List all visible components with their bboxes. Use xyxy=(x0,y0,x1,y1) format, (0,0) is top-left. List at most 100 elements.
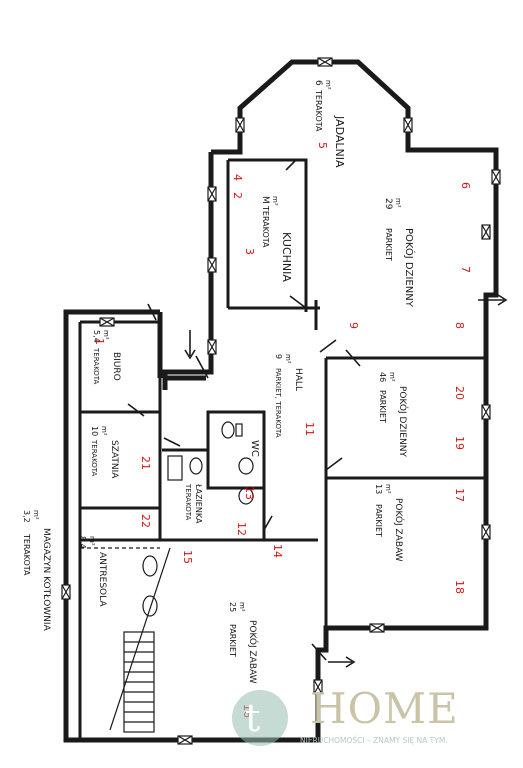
jadalnia-floor: TERAKOTA xyxy=(314,89,323,132)
magazyn-floor: TERAKOTA xyxy=(22,533,31,576)
marker-1: 1 xyxy=(93,338,106,345)
antresola-area: 8,4 xyxy=(78,536,87,549)
windows xyxy=(61,57,501,745)
window xyxy=(481,224,491,240)
sink-icon xyxy=(238,457,254,475)
marker-17: 17 xyxy=(453,488,466,502)
logo-text: HOME xyxy=(310,684,459,733)
entry-arrows xyxy=(184,294,508,668)
pokoj-zabaw-2-floor: PARKIET xyxy=(228,624,237,657)
marker-5: 5 xyxy=(316,142,329,149)
pokoj-dzienny-floor: PARKIET xyxy=(384,228,393,261)
jadalnia-area: 6 xyxy=(313,80,323,86)
magazyn-unit: m² xyxy=(32,510,40,520)
jadalnia-unit: m² xyxy=(324,80,332,90)
kuchnia-name: KUCHNIA xyxy=(280,232,293,282)
szatnia-unit: m² xyxy=(100,426,108,436)
hall-unit: m² xyxy=(284,354,292,364)
hall-name: HALL xyxy=(293,368,303,391)
window xyxy=(207,257,217,273)
pokoj-dzienny-2-floor: PARKIET xyxy=(378,390,387,423)
window xyxy=(481,524,491,540)
antresola-unit: m² xyxy=(88,536,96,546)
pokoj-zabaw-name: POKÓJ ZABAW xyxy=(393,498,405,562)
window xyxy=(61,584,71,600)
window xyxy=(207,186,217,202)
marker-8: 8 xyxy=(453,322,466,329)
hall-area: 9 xyxy=(274,354,283,359)
marker-20: 20 xyxy=(453,386,466,400)
lazienka-name: ŁAZIENKA xyxy=(194,483,203,524)
pokoj-zabaw-area: 13 xyxy=(374,484,383,494)
marker-13: 13 xyxy=(243,486,256,500)
marker-12: 12 xyxy=(235,522,248,536)
pokoj-dzienny-unit: m² xyxy=(394,198,402,208)
marker-18: 18 xyxy=(453,580,466,594)
window xyxy=(403,117,413,133)
wc-name: WC xyxy=(249,440,260,457)
kuchnia-area: M xyxy=(260,196,270,204)
window xyxy=(491,169,501,185)
pokoj-zabaw-2-area: 25 xyxy=(228,602,237,612)
pokoj-dzienny-2-name: POKÓJ DZIENNY xyxy=(397,386,409,457)
szatnia-area: 10 xyxy=(90,426,99,436)
marker-6: 6 xyxy=(459,182,472,189)
marker-19: 19 xyxy=(453,436,466,450)
window xyxy=(369,623,385,633)
szatnia-name: SZATNIA xyxy=(109,440,119,479)
pokoj-dzienny-2-area: 46 xyxy=(378,372,387,382)
lazienka-floor: TERAKOTA xyxy=(184,483,192,521)
pokoj-zabaw-2-name: POKÓJ ZABAW xyxy=(247,620,259,684)
marker-21: 21 xyxy=(139,456,152,470)
magazyn-area: 3,2 xyxy=(22,510,31,523)
pokoj-dzienny-name: POKÓJ DZIENNY xyxy=(403,228,416,308)
window xyxy=(317,57,333,67)
jadalnia-name: JADALNIA xyxy=(333,115,346,168)
kuchnia-unit: m² xyxy=(271,196,279,206)
marker-22: 22 xyxy=(139,514,152,528)
marker-14: 14 xyxy=(271,544,284,558)
pokoj-dzienny-2-unit: m² xyxy=(388,372,396,382)
magazyn-name: MAGAZYN KOTŁOWNIA xyxy=(41,528,51,632)
sink-icon xyxy=(238,487,254,505)
doors xyxy=(127,159,361,661)
pokoj-zabaw-unit: m² xyxy=(384,484,392,494)
home-logo: t HOME NIERUCHOMOŚCI – ZNAMY SIĘ NA TYM. xyxy=(228,680,518,760)
marker-15: 15 xyxy=(181,550,194,564)
window xyxy=(207,339,217,355)
toilet-icon xyxy=(221,421,235,439)
pokoj-zabaw-2-unit: m² xyxy=(238,602,246,612)
window xyxy=(313,679,323,695)
marker-9: 9 xyxy=(347,322,360,329)
outlet-markers: 5 4 2 3 6 7 8 9 20 19 17 18 11 13 12 14 … xyxy=(93,142,472,718)
window xyxy=(235,117,245,133)
bathtub-icon xyxy=(167,455,183,481)
stairs xyxy=(123,631,155,733)
szatnia-floor: TERAKOTA xyxy=(90,439,98,477)
window xyxy=(99,317,115,327)
kuchnia-floor: TERAKOTA xyxy=(261,205,270,248)
biuro-name: BIURO xyxy=(111,352,121,381)
antresola-name: ANTRESOLA xyxy=(97,552,107,607)
pokoj-dzienny-area: 29 xyxy=(383,198,393,210)
logo-tagline: NIERUCHOMOŚCI – ZNAMY SIĘ NA TYM. xyxy=(300,736,448,745)
toilet-icon xyxy=(189,457,203,475)
biuro-floor: TERAKOTA xyxy=(92,347,100,385)
marker-7: 7 xyxy=(459,266,472,273)
antresola-edge xyxy=(109,547,171,731)
biuro-area: 5,4 xyxy=(92,330,101,343)
pokoj-zabaw-floor: PARKIET xyxy=(374,504,383,537)
room-labels: JADALNIA m² 6 TERAKOTA KUCHNIA m² M TERA… xyxy=(22,80,416,684)
window xyxy=(481,404,491,420)
marker-4: 4 xyxy=(231,174,244,181)
fixtures xyxy=(80,421,254,733)
window xyxy=(177,735,193,745)
marker-2: 2 xyxy=(231,192,244,199)
biuro-unit: m² xyxy=(102,330,110,340)
marker-3: 3 xyxy=(243,248,256,255)
hall-floor: PARKIET, TERAKOTA xyxy=(274,368,282,438)
marker-11: 11 xyxy=(303,422,316,436)
interior-walls xyxy=(78,158,486,740)
logo-badge-icon: t xyxy=(232,690,288,746)
